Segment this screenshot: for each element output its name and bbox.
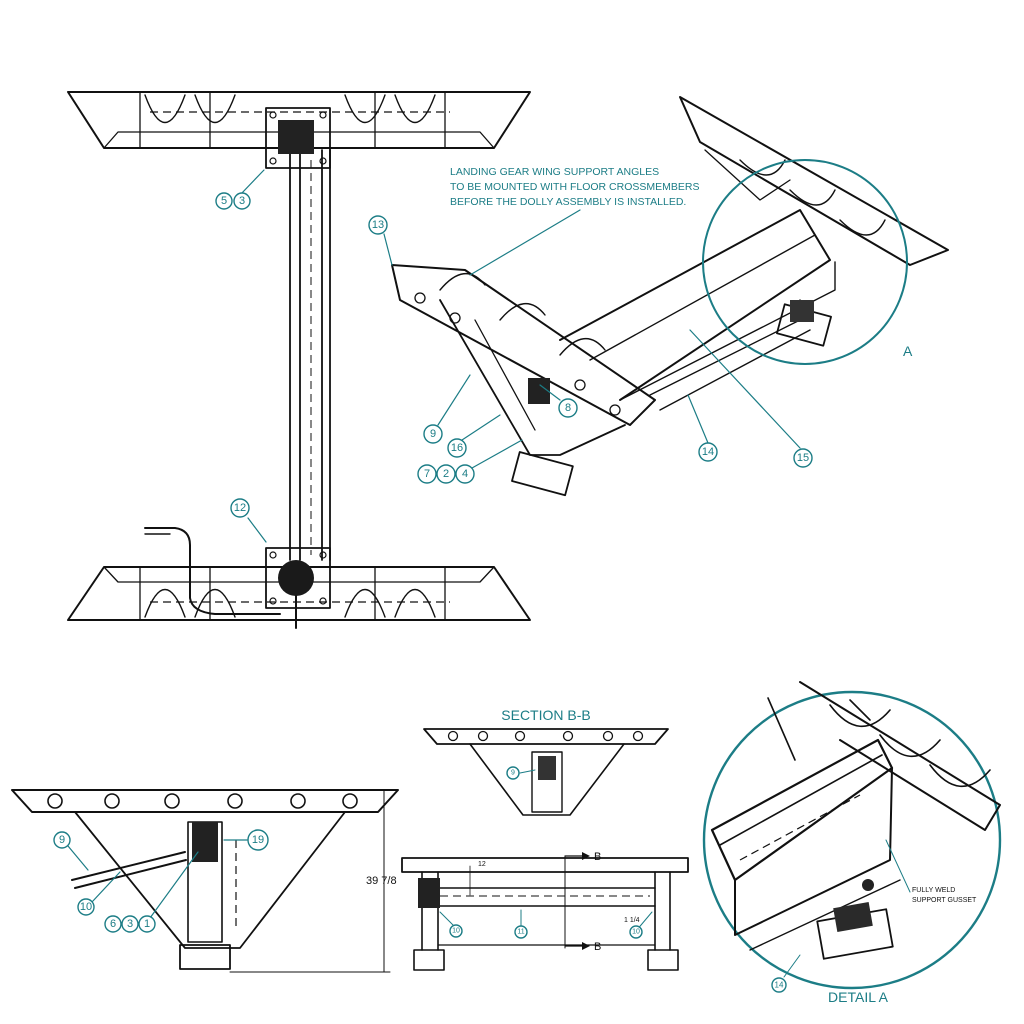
svg-text:9: 9	[511, 770, 515, 777]
svg-text:16: 16	[451, 442, 463, 454]
svg-text:10: 10	[80, 901, 92, 913]
section-bb-view	[423, 728, 669, 816]
balloon-14: 14	[698, 442, 718, 462]
svg-text:14: 14	[702, 446, 714, 458]
end-balloon-10: 10	[77, 898, 95, 916]
svg-text:LANDING GEAR WING SUPPORT ANGL: LANDING GEAR WING SUPPORT ANGLES	[450, 166, 659, 178]
svg-text:3: 3	[127, 918, 133, 930]
balloon-4: 4	[455, 464, 475, 484]
section-b-marker-bottom: B	[594, 941, 601, 953]
side-balloon-11: 11	[514, 925, 528, 939]
top-plan-view	[67, 91, 531, 629]
svg-text:19: 19	[252, 834, 264, 846]
svg-text:FULLY WELD: FULLY WELD	[912, 887, 955, 894]
detail-a-view	[702, 681, 1002, 990]
detail-a-title: DETAIL A	[828, 989, 889, 1005]
detail-a-callout-circle	[702, 159, 908, 365]
side-balloon-10a: 10	[449, 924, 463, 938]
balloon-13: 13	[368, 215, 388, 235]
svg-text:BEFORE THE DOLLY ASSEMBLY IS I: BEFORE THE DOLLY ASSEMBLY IS INSTALLED.	[450, 196, 686, 208]
svg-text:1: 1	[144, 918, 150, 930]
svg-text:7: 7	[424, 468, 430, 480]
balloon-8: 8	[558, 398, 578, 418]
end-balloon-9: 9	[53, 831, 71, 849]
svg-text:10: 10	[452, 928, 460, 935]
end-balloon-19: 19	[247, 829, 269, 851]
svg-text:13: 13	[372, 219, 384, 231]
balloon-16: 16	[447, 438, 467, 458]
dim-1-1-4: 1 1/4	[624, 917, 640, 924]
section-b-marker-top: B	[594, 851, 601, 863]
balloon-5: 5	[215, 192, 233, 210]
balloon-3: 3	[233, 192, 251, 210]
view-a-label: A	[903, 343, 913, 359]
svg-text:4: 4	[462, 468, 468, 480]
svg-text:9: 9	[430, 428, 436, 440]
svg-text:TO BE MOUNTED WITH FLOOR CROSS: TO BE MOUNTED WITH FLOOR CROSSMEMBERS	[450, 181, 700, 193]
balloon-15: 15	[793, 448, 813, 468]
svg-text:15: 15	[797, 452, 809, 464]
end-balloon-6: 6	[104, 915, 122, 933]
dim-12: 12	[478, 861, 486, 868]
landing-gear-note: LANDING GEAR WING SUPPORT ANGLES TO BE M…	[450, 166, 700, 208]
side-balloon-10b: 10	[629, 925, 643, 939]
svg-text:3: 3	[239, 195, 245, 207]
svg-text:10: 10	[632, 929, 640, 936]
section-balloon-9: 9	[506, 766, 520, 780]
gusset-note: FULLY WELD SUPPORT GUSSET	[912, 887, 977, 904]
end-balloon-3: 3	[121, 915, 139, 933]
svg-text:5: 5	[221, 195, 227, 207]
height-dimension: 39 7/8	[366, 875, 397, 887]
isometric-view	[391, 96, 949, 497]
balloon-12: 12	[230, 498, 250, 518]
balloon-2: 2	[436, 464, 456, 484]
balloon-7: 7	[417, 464, 437, 484]
detail-balloon-14: 14	[771, 977, 787, 993]
end-balloon-1: 1	[138, 915, 156, 933]
section-bb-title: SECTION B-B	[501, 707, 590, 723]
svg-text:6: 6	[110, 918, 116, 930]
svg-text:9: 9	[59, 834, 65, 846]
balloon-9: 9	[423, 424, 443, 444]
svg-text:SUPPORT GUSSET: SUPPORT GUSSET	[912, 897, 977, 904]
svg-text:14: 14	[775, 981, 784, 990]
svg-text:12: 12	[234, 502, 246, 514]
svg-text:8: 8	[565, 402, 571, 414]
end-view: 39 7/8	[11, 789, 399, 973]
svg-text:2: 2	[443, 468, 449, 480]
side-view: B B 12 1 1/4	[401, 851, 689, 971]
svg-text:11: 11	[517, 929, 524, 936]
